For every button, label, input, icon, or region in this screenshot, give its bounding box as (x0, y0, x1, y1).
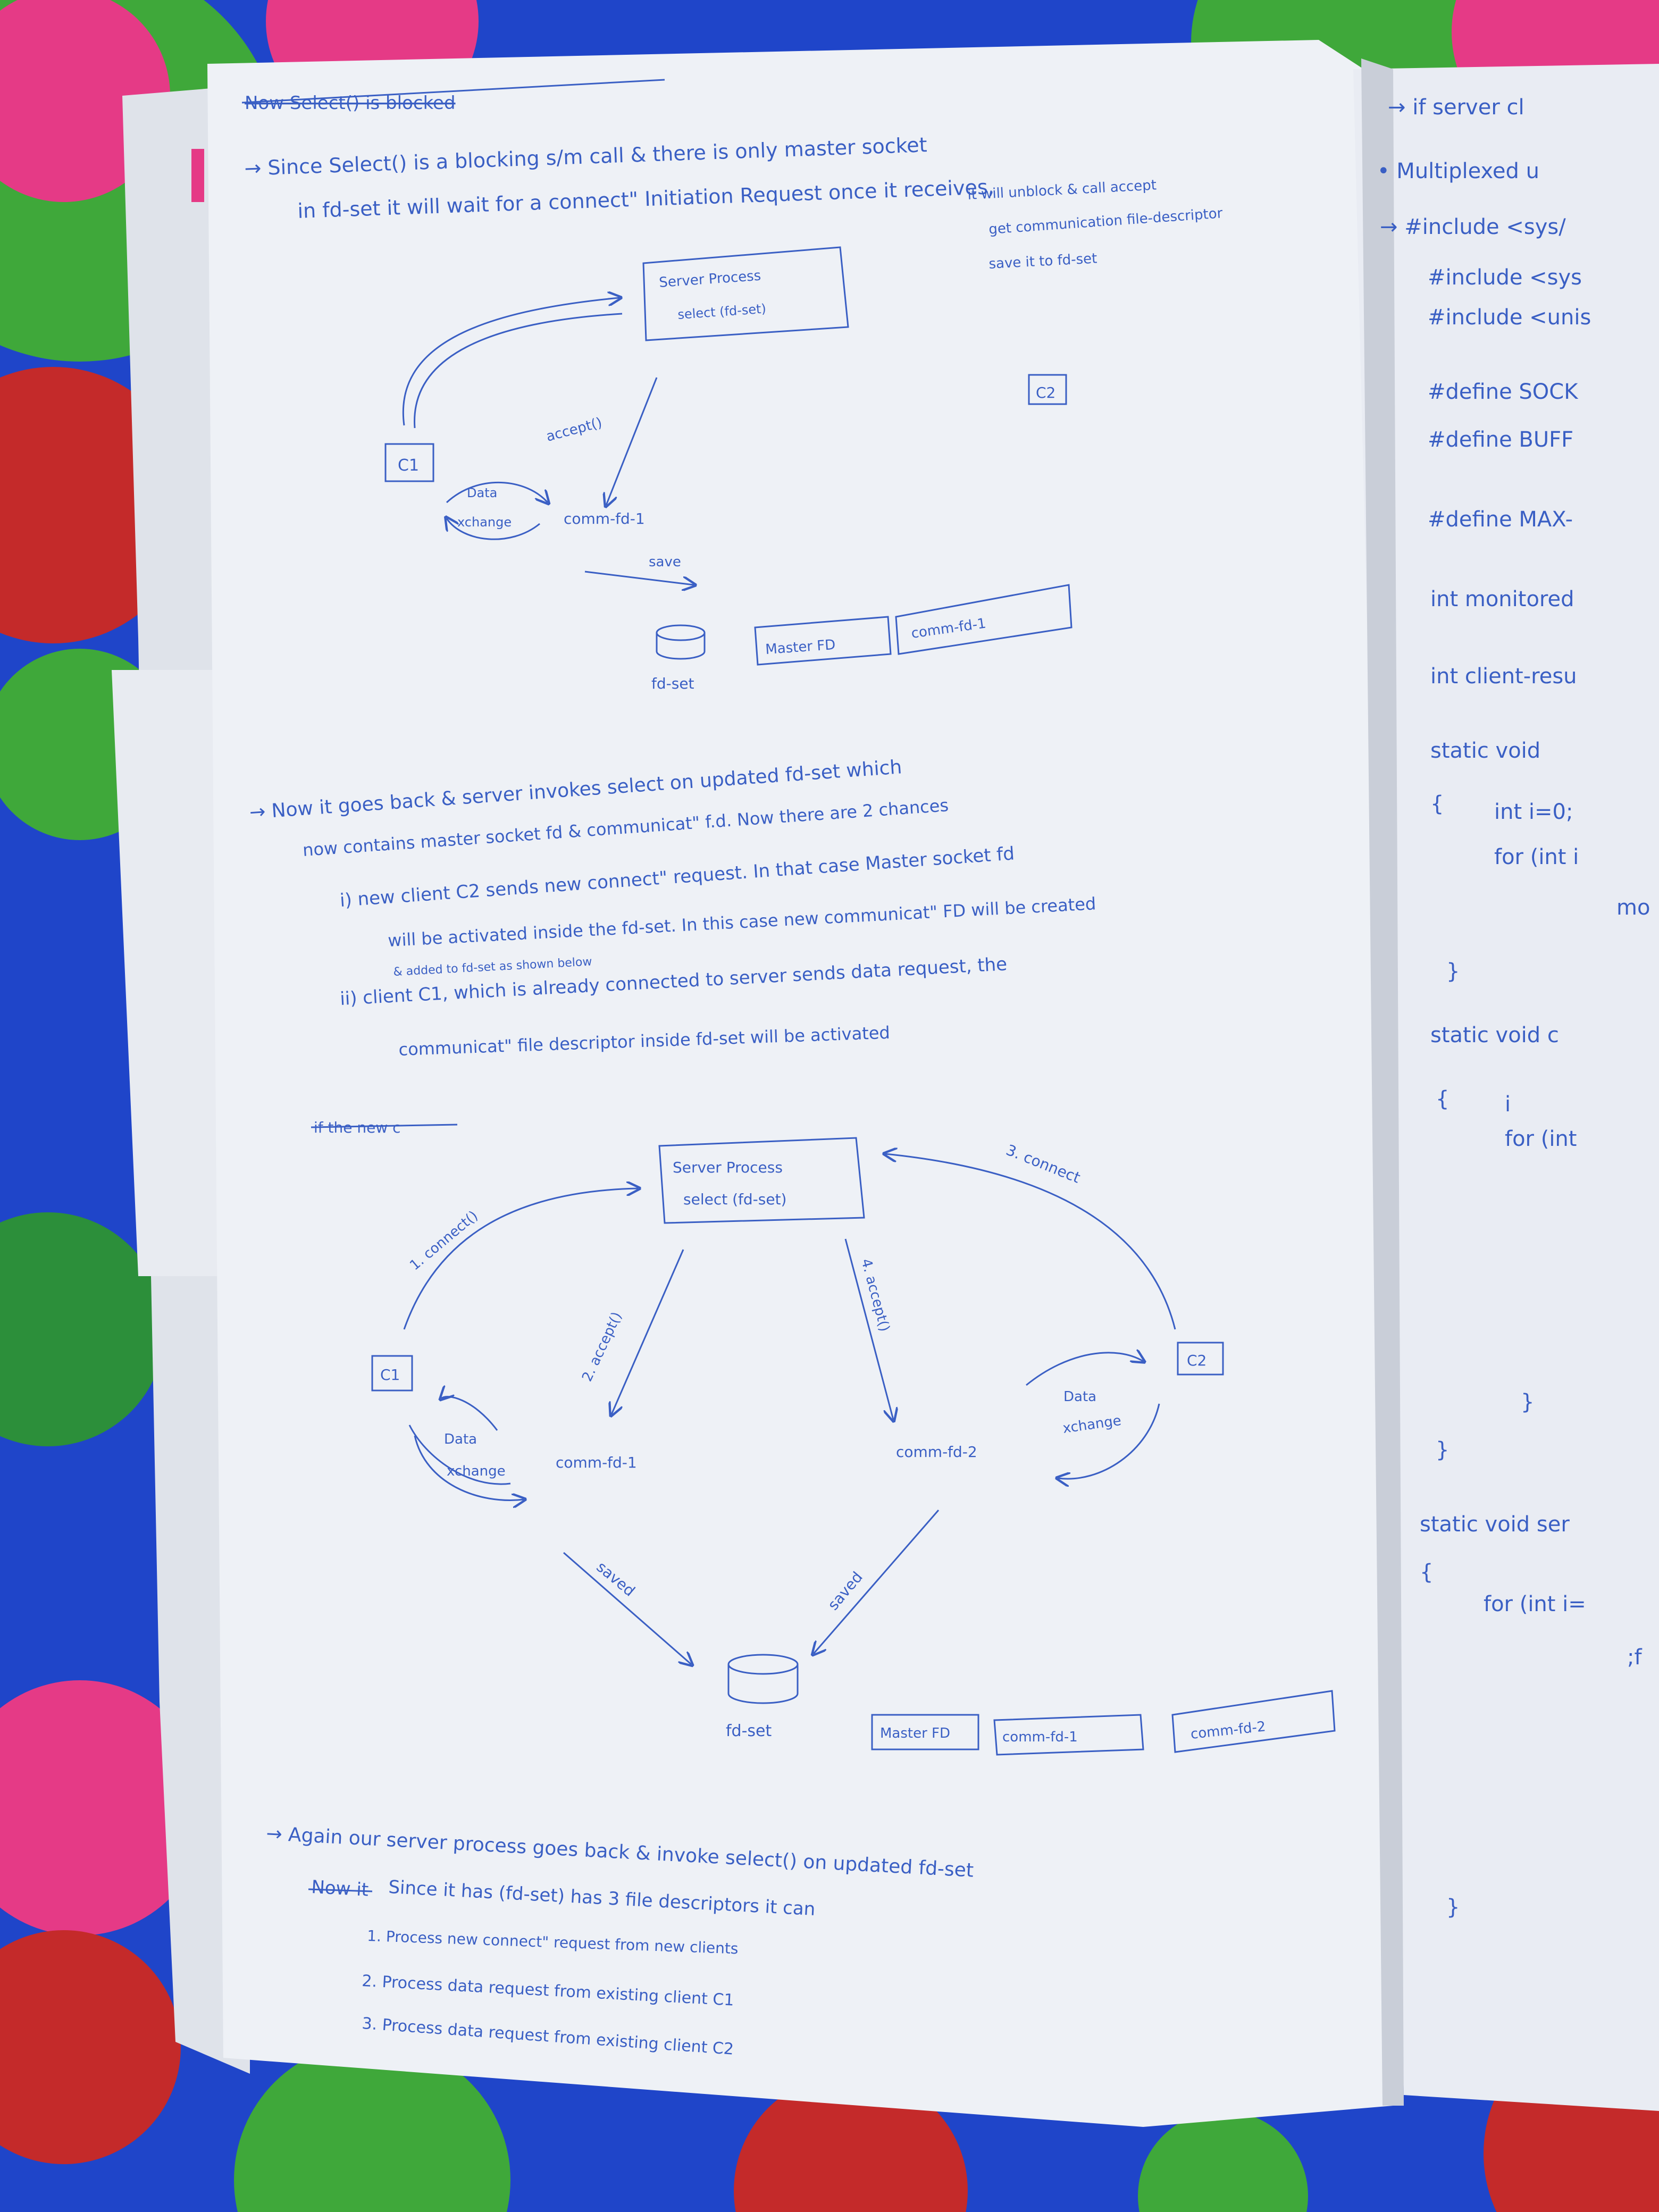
d1-accept-arrow (606, 377, 658, 505)
right-page-line: } (1446, 959, 1460, 984)
right-page-line: ;f (1627, 1645, 1642, 1670)
d2-server-line-1: Server Process (673, 1159, 783, 1176)
d1-c2-label: C2 (1036, 384, 1055, 401)
d2-master-fd-box (871, 1714, 979, 1750)
right-page-line: #define BUFF (1428, 428, 1573, 452)
right-notebook-page (1353, 64, 1659, 2111)
pink-tab (191, 149, 204, 202)
d2-server-line-2: select (fd-set) (683, 1191, 786, 1208)
d2-comm-fd1-box (993, 1714, 1144, 1756)
right-page-line: for (int (1505, 1127, 1577, 1151)
right-page-ink: → if server cl • Multiplexed u → #include … (1377, 95, 1650, 1920)
right-page-line: → if server cl (1388, 95, 1524, 120)
right-page-line: { (1420, 1560, 1433, 1585)
right-page-line: } (1436, 1438, 1449, 1462)
d2-connect-1-arrow (403, 1188, 638, 1330)
right-page-line: { (1430, 792, 1444, 816)
d1-c1-label: C1 (398, 456, 419, 475)
para3-line-2-struck: Now it (311, 1876, 370, 1901)
right-page-line: static void (1430, 739, 1540, 763)
d2-c1-exchange-curve (408, 1425, 511, 1485)
loose-sheet (112, 670, 223, 1276)
right-page-line: } (1521, 1390, 1534, 1414)
right-page-line: #include <unis (1428, 305, 1591, 330)
d2-connect-3-arrow (885, 1154, 1176, 1330)
d1-server-box (642, 246, 849, 341)
d1-data-arrow-bottom (447, 518, 540, 540)
d2-comm-fd1-label: comm-fd-1 (556, 1454, 637, 1471)
right-page-line: i (1505, 1092, 1511, 1117)
d1-master-fd-box (754, 616, 892, 666)
d1-save-label: save (649, 554, 681, 570)
right-page-line: #define SOCK (1428, 380, 1579, 404)
d2-accept-4-arrow (844, 1238, 893, 1420)
d2-c2-data-label: Data (1063, 1389, 1096, 1405)
d2-server-box (658, 1137, 865, 1224)
d1-fdset-cylinder (656, 624, 706, 660)
right-page-line: → #include <sys/ (1380, 215, 1566, 239)
right-page-line: } (1446, 1895, 1460, 1920)
d1-fdset-label: fd-set (651, 675, 694, 692)
d2-accept-2-arrow (611, 1249, 684, 1414)
d2-fdset-cylinder (727, 1654, 799, 1704)
heading-struck: Now Select() is blocked (245, 93, 456, 114)
right-page-line: #define MAX- (1428, 507, 1573, 532)
right-page-line: for (int i (1494, 845, 1579, 869)
right-page-line: int client-resu (1430, 664, 1577, 689)
d1-data-label: Data (467, 485, 497, 500)
right-page-line: int i=0; (1494, 800, 1573, 824)
page-gutter (1361, 58, 1404, 2106)
right-page-line: mo (1616, 895, 1650, 920)
d1-c2-box (1028, 374, 1067, 405)
d2-master-fd-label: Master FD (880, 1725, 950, 1741)
d2-comm-fd2-box (1171, 1690, 1336, 1753)
d1-connect-arrow (402, 298, 619, 426)
d2-comm-fd1-box-label: comm-fd-1 (1002, 1729, 1078, 1745)
d2-c2-box (1177, 1342, 1224, 1376)
right-page-line: static void ser (1420, 1512, 1570, 1537)
d2-c2-label: C2 (1187, 1352, 1206, 1369)
right-page-line: for (int i= (1484, 1592, 1586, 1616)
d2-c1-xchange-label: xchange (447, 1463, 506, 1479)
d2-c1-box (371, 1355, 413, 1392)
d1-comm-fd-box (895, 584, 1073, 655)
left-notebook-page (207, 40, 1393, 2127)
d2-comm-fd2-label: comm-fd-2 (896, 1443, 977, 1461)
right-page-line: int monitored (1430, 587, 1574, 611)
d1-c1-box (384, 443, 434, 482)
right-page-line: static void c (1430, 1023, 1559, 1048)
right-page-line: #include <sys (1428, 265, 1582, 290)
d2-fdset-label: fd-set (726, 1722, 772, 1740)
d1-data-arrow-top (446, 482, 548, 502)
d1-xchange-label: xchange (457, 515, 512, 530)
d1-comm-fd-label: comm-fd-1 (564, 510, 645, 527)
d2-saved-left-arrow (563, 1552, 691, 1664)
d2-saved-right-arrow (814, 1510, 940, 1654)
d2-c1-data-label: Data (444, 1431, 477, 1447)
right-page-line: { (1436, 1087, 1449, 1111)
d2-c2-exchange-curve (1026, 1353, 1143, 1386)
d2-c1-label: C1 (380, 1366, 400, 1384)
d1-save-arrow (584, 571, 694, 585)
right-page-line: • Multiplexed u (1377, 159, 1539, 183)
